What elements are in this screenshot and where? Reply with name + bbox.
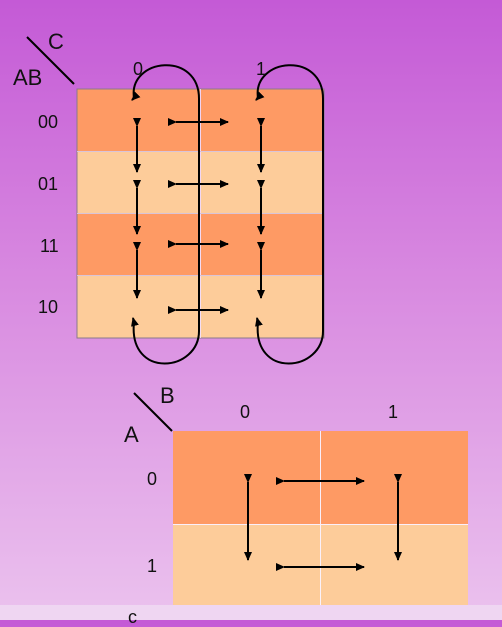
kmap2-col-label-0: 0 <box>240 402 251 422</box>
kmap2-row-label-0: 0 <box>147 469 158 489</box>
kmap3-col-label-1: 1 <box>256 59 267 79</box>
kmap3-header-diagonal <box>26 36 75 85</box>
footer-partial-text: c <box>128 607 137 627</box>
kmap3-wraparound-col1 <box>255 64 325 365</box>
kmap2-col-label-1: 1 <box>388 402 399 422</box>
kmap3-row-label-0: 00 <box>38 112 59 132</box>
kmap2-row-label-1: 1 <box>147 556 158 576</box>
kmap2-var-top: B <box>160 383 175 408</box>
kmap3-wraparound-col0 <box>131 64 201 365</box>
kmap2-header-diagonal <box>133 392 173 432</box>
kmap3-row-label-2: 11 <box>40 236 59 256</box>
kmap3-horizontal-arrows <box>168 118 229 314</box>
kmap3-col-label-0: 0 <box>133 59 144 79</box>
kmap2-var-left: A <box>124 422 139 447</box>
bottom-band <box>0 605 502 620</box>
kmap3-var-top: C <box>48 29 64 54</box>
kmap3-row-label-1: 01 <box>38 174 59 194</box>
kmap3-var-left: AB <box>13 65 43 90</box>
kmap2-arrows <box>244 474 402 571</box>
kmap3-row-label-3: 10 <box>38 297 59 317</box>
